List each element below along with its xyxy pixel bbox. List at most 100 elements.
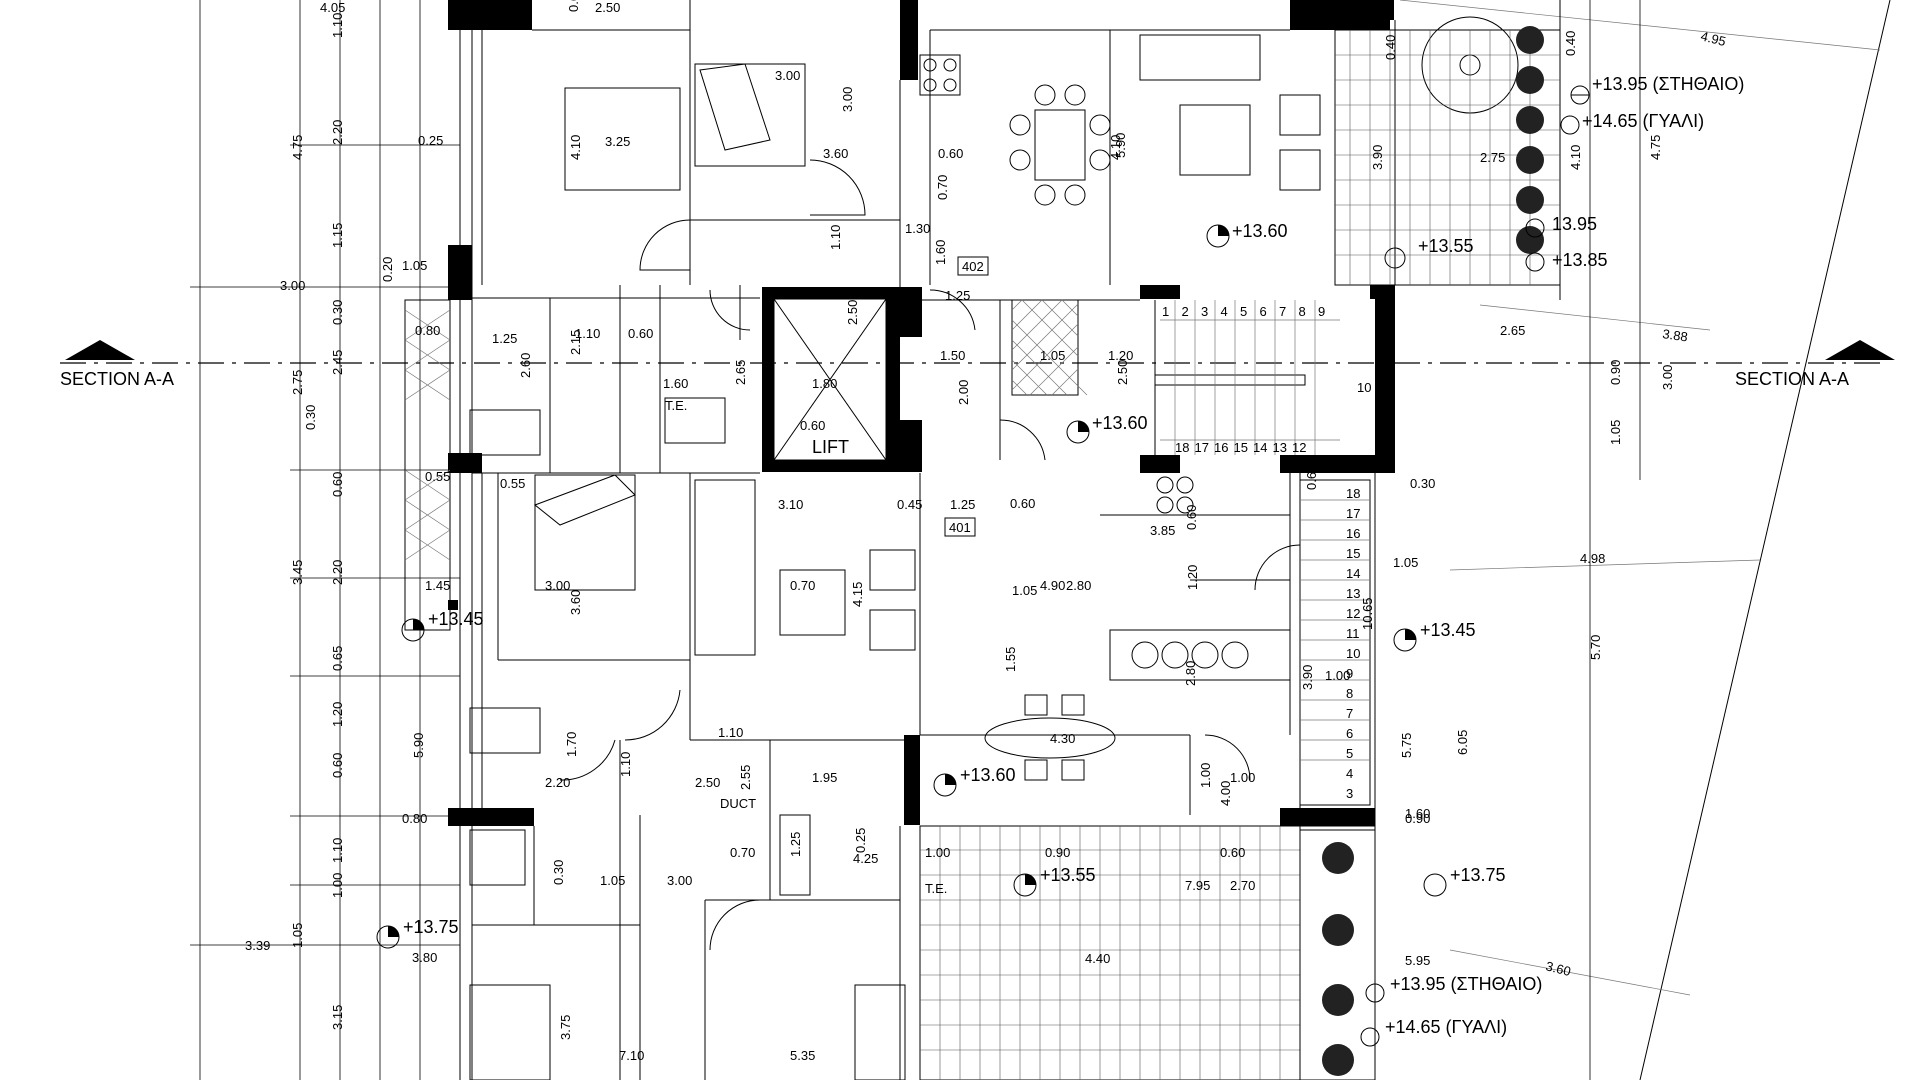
- dimension-label: 5.75: [1399, 733, 1414, 758]
- dimension-label: 4.00: [1218, 781, 1233, 806]
- dimension-label: 3.45: [290, 560, 305, 585]
- dimension-label: 0.40: [1563, 31, 1578, 56]
- dimension-label: 1.25: [492, 331, 517, 346]
- level-marker-icon: [933, 773, 957, 797]
- dimension-label: 4.25: [853, 851, 878, 866]
- dimension-label: 3.90: [1370, 145, 1385, 170]
- dimension-label: 4.30: [1050, 731, 1075, 746]
- level-marker-icon: [1206, 224, 1230, 248]
- dimension-label: 2.75: [1480, 150, 1505, 165]
- dimension-label: 0.30: [330, 300, 345, 325]
- stair-step-number: 9: [1346, 666, 1353, 681]
- dimension-label: 1.05: [290, 923, 305, 948]
- dimension-label: 4.10: [1108, 135, 1123, 160]
- dimension-label: 7.95: [1185, 878, 1210, 893]
- dimension-label: 1.05: [600, 873, 625, 888]
- stair-step-number: 9: [1318, 304, 1325, 319]
- level-label: +13.95 (ΣΤΗΘΑΙΟ): [1592, 74, 1744, 94]
- stair-step-number: 14: [1346, 566, 1360, 581]
- level-label: 13.95: [1552, 214, 1597, 234]
- stair-step-number: 3: [1201, 304, 1208, 319]
- level-label: +13.45: [428, 609, 484, 629]
- duct-label: DUCT: [720, 796, 756, 811]
- dimension-label: 1.10: [618, 752, 633, 777]
- level-label: +13.75: [403, 917, 459, 937]
- stair-step-number: 5: [1346, 746, 1353, 761]
- dimension-label: 1.20: [1185, 565, 1200, 590]
- dimension-label: 0.90: [1405, 811, 1430, 826]
- dimension-label: 3.00: [775, 68, 800, 83]
- dimension-label: 3.60: [1544, 958, 1572, 979]
- dimension-label: 5.90: [1113, 133, 1128, 158]
- dimension-label: 1.00: [925, 845, 950, 860]
- dimension-label: 7.10: [619, 1048, 644, 1063]
- stair-step-number: 14: [1253, 440, 1267, 455]
- dimension-label: 0.30: [551, 860, 566, 885]
- te-label: T.E.: [665, 398, 687, 413]
- dimension-label: 5.35: [790, 1048, 815, 1063]
- dimension-label: 1.10: [828, 225, 843, 250]
- stair-step-number: 4: [1346, 766, 1353, 781]
- dimension-label: 0.60: [938, 146, 963, 161]
- terrace-tiles: [919, 29, 1561, 1080]
- dimension-label: 1.60: [1405, 806, 1430, 821]
- shrub-icon: [1516, 226, 1544, 254]
- dimension-label: 3.90: [1300, 665, 1315, 690]
- dimension-label: 2.50: [845, 300, 860, 325]
- dimension-label: 0.45: [897, 497, 922, 512]
- dimension-label: 3.00: [667, 873, 692, 888]
- dimension-label: 2.50: [695, 775, 720, 790]
- section-arrow-right-icon: [1825, 340, 1895, 360]
- dimension-label: 1.10: [575, 326, 600, 341]
- stair-step-number: 2: [1182, 304, 1189, 319]
- dimension-label: 3.75: [558, 1015, 573, 1040]
- dimension-label: 2.75: [290, 370, 305, 395]
- dimension-label: 1.05: [1393, 555, 1418, 570]
- dimension-label: 0.25: [853, 828, 868, 853]
- dimension-label: 3.25: [605, 134, 630, 149]
- lift-label: LIFT: [812, 437, 849, 457]
- dimension-label: 3.88: [1662, 326, 1689, 344]
- stair-step-number: 7: [1346, 706, 1353, 721]
- dimension-label: 1.80: [812, 376, 837, 391]
- dimension-label: 2.20: [545, 775, 570, 790]
- level-label: +13.55: [1418, 236, 1474, 256]
- dimension-label: 1.05: [402, 258, 427, 273]
- dimension-label: 1.55: [1003, 647, 1018, 672]
- stair-step-number: 15: [1346, 546, 1360, 561]
- level-marker-icon: [1365, 983, 1385, 1003]
- partitions: [472, 0, 1291, 1080]
- furniture: [404, 16, 1519, 1080]
- dimension-label: 1.00: [1230, 770, 1255, 785]
- dimension-label: 0.60: [628, 326, 653, 341]
- section-mark-left: SECTION A-A: [60, 369, 174, 389]
- shrub-icon: [1516, 66, 1544, 94]
- dimension-labels: 4.052.500.601.104.752.200.253.253.003.00…: [245, 0, 1727, 1063]
- dimension-label: 1.25: [788, 832, 803, 857]
- left-dimension-lines: [190, 0, 460, 1080]
- level-marker-icon: [1393, 628, 1417, 652]
- level-label: +13.85: [1552, 250, 1608, 270]
- stair-step-number: 16: [1214, 440, 1228, 455]
- level-label: +13.60: [1232, 221, 1288, 241]
- stair-step-number: 6: [1346, 726, 1353, 741]
- dimension-label: 0.65: [330, 646, 345, 671]
- dimension-label: 3.15: [330, 1005, 345, 1030]
- dimension-label: 2.80: [1183, 661, 1198, 686]
- dimension-label: 5.90: [411, 733, 426, 758]
- dimension-label: 2.50: [595, 0, 620, 15]
- dimension-label: 0.80: [415, 323, 440, 338]
- dimension-label: 4.15: [850, 582, 865, 607]
- dimension-label: 1.10: [718, 725, 743, 740]
- level-marker-icon: [1570, 85, 1590, 105]
- dimension-label: 3.39: [245, 938, 270, 953]
- text-labels: LIFT DUCT T.E. T.E. 402 401 +13.95 (ΣΤΗΘ…: [245, 0, 1744, 1063]
- dimension-label: 1.15: [330, 223, 345, 248]
- dimension-label: 0.25: [418, 133, 443, 148]
- dimension-label: 2.55: [738, 765, 753, 790]
- dimension-label: 1.20: [330, 702, 345, 727]
- dimension-label: 0.60: [1184, 505, 1199, 530]
- dimension-label: 0.20: [380, 257, 395, 282]
- stair-step-number: 4: [1221, 304, 1228, 319]
- stair-step-number: 3: [1346, 786, 1353, 801]
